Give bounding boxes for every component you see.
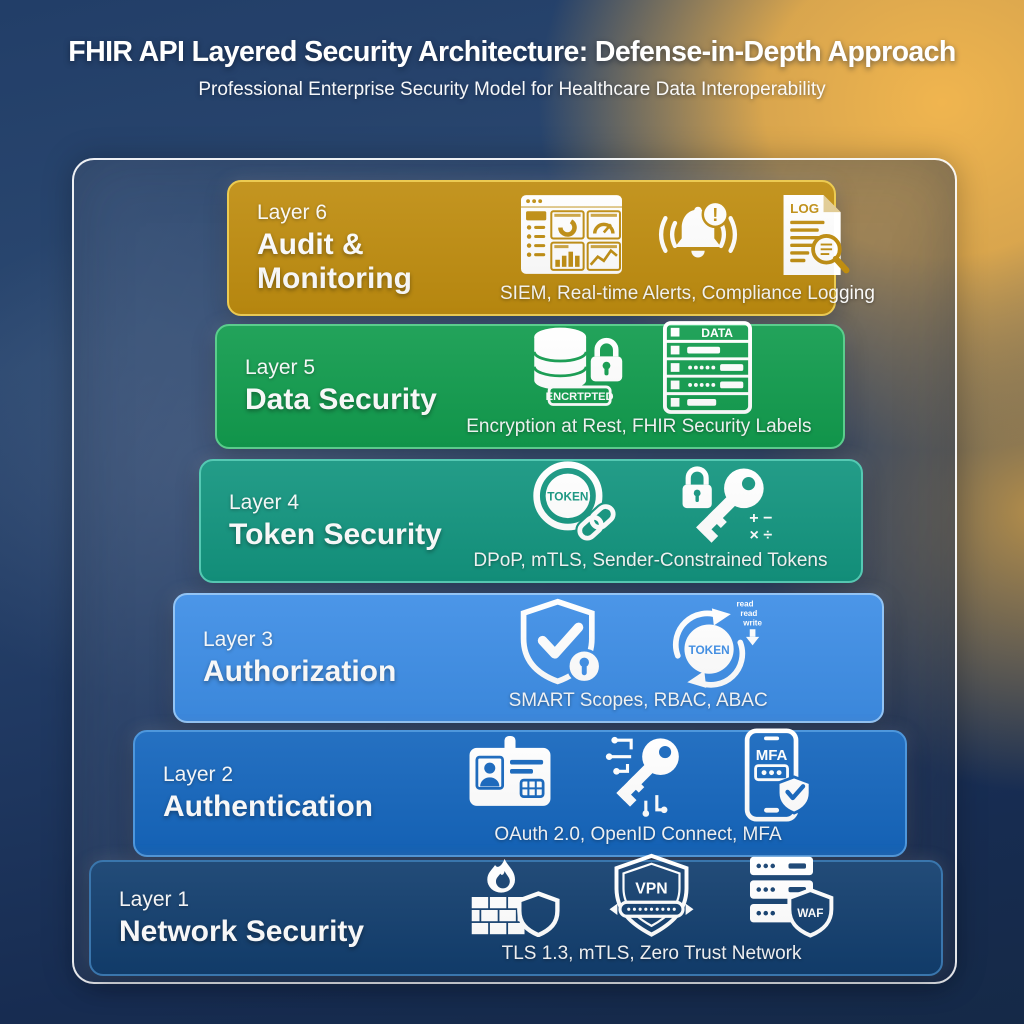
layer-number: Layer 5 [245, 356, 316, 380]
page-title: FHIR API Layered Security Architecture: … [68, 36, 956, 68]
layer-title: Authorization [203, 654, 397, 688]
layer-number: Layer 3 [203, 627, 274, 651]
encrypted-label: ENCRTPTED [546, 391, 614, 403]
alert-exclamation-label: ! [712, 205, 718, 225]
layer-title: Audit & Monitoring [257, 227, 412, 295]
layer-3-icons: TOKEN read read write [514, 597, 763, 688]
alert-bell-icon: ! [652, 195, 744, 274]
layer-5-content: ENCRTPTED DATA [445, 321, 843, 447]
vpn-label: VPN [635, 881, 667, 898]
layer-1-caption: TLS 1.3, mTLS, Zero Trust Network [501, 943, 802, 964]
header: FHIR API Layered Security Architecture: … [0, 36, 1024, 101]
layer-title: Token Security [229, 517, 442, 551]
layer-1-network-security: Layer 1 Network Security [89, 853, 943, 976]
layer-3-labels: Layer 3 Authorization [175, 595, 404, 721]
layer-3-caption: SMART Scopes, RBAC, ABAC [508, 690, 768, 711]
token-chain-icon: TOKEN [526, 458, 623, 547]
layer-number: Layer 1 [119, 887, 190, 911]
token-rotation-icon: TOKEN read read write [657, 597, 763, 688]
layer-4-labels: Layer 4 Token Security [201, 461, 450, 581]
layer-4-caption: DPoP, mTLS, Sender-Constrained Tokens [473, 550, 828, 571]
layer-5-labels: Layer 5 Data Security [217, 326, 445, 447]
layer-5-icons: ENCRTPTED DATA [525, 321, 753, 414]
layer-1-icons: VPN [470, 853, 834, 941]
layer-title: Data Security [245, 383, 437, 417]
siem-dashboard-icon [520, 195, 622, 274]
waf-server-icon: WAF [743, 853, 834, 941]
layer-title: Authentication [163, 790, 373, 824]
layer-4-icons: TOKEN [526, 457, 775, 548]
data-label: DATA [702, 326, 734, 340]
key-math-lock-icon: + − × ÷ [675, 457, 775, 548]
layer-title: Network Security [119, 914, 365, 948]
waf-label: WAF [797, 906, 823, 920]
scope-read-1: read [736, 600, 753, 609]
token-label: TOKEN [688, 643, 729, 657]
layer-2-caption: OAuth 2.0, OpenID Connect, MFA [494, 824, 782, 845]
layer-3-content: TOKEN read read write SMART Scopes, RBAC… [404, 595, 882, 721]
mfa-label: MFA [755, 747, 787, 764]
log-label: LOG [790, 201, 819, 216]
vpn-shield-icon: VPN [606, 853, 697, 941]
layer-4-token-security: Layer 4 Token Security TOKEN [199, 459, 863, 583]
layer-6-caption: SIEM, Real-time Alerts, Compliance Loggi… [500, 283, 875, 304]
mfa-phone-icon: MFA [732, 728, 813, 822]
times-divide-label: × ÷ [749, 526, 772, 544]
token-label: TOKEN [547, 490, 588, 504]
architecture-frame: Layer 6 Audit & Monitoring [72, 158, 957, 984]
plus-minus-label: + − [749, 509, 772, 527]
layer-number: Layer 6 [257, 200, 328, 224]
layer-6-audit-monitoring: Layer 6 Audit & Monitoring [227, 180, 875, 316]
layer-2-labels: Layer 2 Authentication [135, 732, 381, 855]
layer-4-content: TOKEN [450, 461, 861, 581]
id-badge-icon [464, 734, 556, 817]
layer-6-content: ! LOG [500, 182, 885, 314]
layer-1-content: VPN [372, 853, 941, 974]
scope-write: write [742, 618, 762, 627]
data-table-icon: DATA [663, 321, 753, 414]
layer-6-icons: ! LOG [520, 188, 854, 281]
layer-6-labels: Layer 6 Audit & Monitoring [229, 182, 500, 314]
layer-2-content: MFA OAuth 2.0, OpenID Connect, MFA [381, 728, 905, 855]
page-subtitle: Professional Enterprise Security Model f… [198, 79, 826, 100]
layer-5-caption: Encryption at Rest, FHIR Security Labels [466, 416, 812, 437]
layer-3-authorization: Layer 3 Authorization [173, 593, 884, 723]
layer-5-data-security: Layer 5 Data Security ENCRTP [215, 321, 845, 449]
layer-2-icons: MFA [464, 728, 813, 822]
firewall-icon [470, 857, 560, 937]
scope-read-2: read [740, 609, 757, 618]
compliance-log-icon: LOG [774, 192, 854, 278]
layer-number: Layer 4 [229, 490, 300, 514]
shield-check-lock-icon [514, 597, 609, 688]
encrypted-database-icon: ENCRTPTED [525, 323, 625, 412]
layer-2-authentication: Layer 2 Authentication [133, 728, 907, 857]
layer-number: Layer 2 [163, 763, 234, 787]
layer-1-labels: Layer 1 Network Security [91, 862, 372, 974]
digital-key-icon [598, 731, 690, 819]
